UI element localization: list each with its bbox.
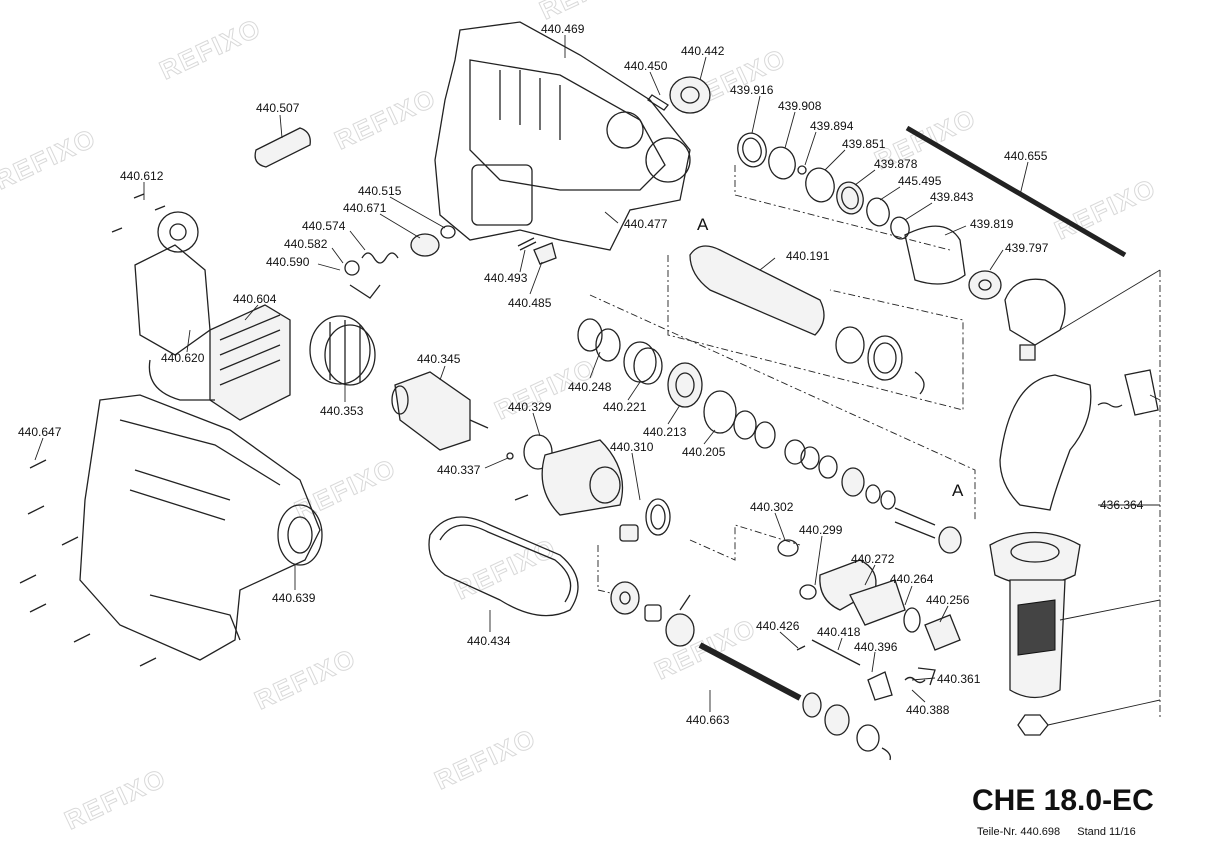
watermark: REFIXO [155,12,266,85]
part-label: 440.272 [851,552,895,566]
part-label: 440.221 [603,400,647,414]
part-label: 440.434 [467,634,511,648]
part-label: 440.213 [643,425,687,439]
watermark: REFIXO [290,452,401,525]
watermark: REFIXO [0,122,101,195]
part-label: 440.361 [937,672,981,686]
part-label: 440.612 [120,169,164,183]
part-label: 439.908 [778,99,822,113]
spindle-tube-part [689,245,925,395]
motor-housing-part [79,394,323,661]
part-number-text: Teile-Nr. 440.698 [977,826,1061,838]
housing-half-part [434,21,691,251]
part-label: 440.248 [568,380,612,394]
part-label: 439.916 [730,83,774,97]
watermark: REFIXO [430,722,541,795]
watermark: REFIXO [450,532,561,605]
part-label: 439.894 [810,119,854,133]
leader-lines [34,35,1161,726]
part-label: 440.396 [854,640,898,654]
gasket-part [428,516,579,617]
watermark: REFIXO [330,82,441,155]
clip-part [647,94,669,111]
part-label: 440.590 [266,255,310,269]
part-label: 440.388 [906,703,950,717]
part-label: 440.515 [358,184,402,198]
part-label: 440.302 [750,500,794,514]
part-label: 440.337 [437,463,481,477]
part-label: 440.582 [284,237,328,251]
part-label: 439.797 [1005,241,1049,255]
part-label: 440.663 [686,713,730,727]
stand-date-text: Stand 11/16 [1077,826,1136,838]
part-label: 440.647 [18,425,62,439]
part-label: 440.205 [682,445,726,459]
part-label: 439.878 [874,157,918,171]
part-label: 440.310 [610,440,654,454]
part-label: 440.264 [890,572,934,586]
part-label: 440.345 [417,352,461,366]
assembly-lines [589,165,1161,720]
part-label: 440.256 [926,593,970,607]
part-label: 436.364 [1100,498,1144,512]
watermark: REFIXO [250,642,361,715]
long-rod-part [905,125,1127,258]
part-label: 440.604 [233,292,277,306]
part-label: 440.485 [508,296,552,310]
part-label: 440.426 [756,619,800,633]
part-label: 440.620 [161,351,205,365]
chuck-clamp-part [1004,278,1066,361]
section-marker-a: A [952,481,964,500]
watermark: REFIXO [1050,172,1161,245]
electronics-board-part [134,211,291,421]
part-label: 439.819 [970,217,1014,231]
part-label: 439.843 [930,190,974,204]
part-label: 440.655 [1004,149,1048,163]
part-label: 439.851 [842,137,886,151]
gear-knob-part [669,76,711,114]
bearing-housing-part [506,434,671,542]
motor-cage-part [309,315,376,386]
part-labels: 440.469 440.450 440.442 439.916 439.908 … [18,22,1144,727]
section-marker-a: A [697,215,709,234]
part-label: 440.469 [541,22,585,36]
part-label: 440.574 [302,219,346,233]
part-label: 445.495 [898,174,942,188]
part-label: 440.442 [681,44,725,58]
gear-ring-stack [577,318,962,554]
part-label: 440.353 [320,404,364,418]
part-label: 440.299 [799,523,843,537]
side-handle-part [989,369,1159,736]
part-label: 440.639 [272,591,316,605]
part-label: 440.671 [343,201,387,215]
part-label: 440.507 [256,101,300,115]
part-label: 440.493 [484,271,528,285]
part-label: 440.329 [508,400,552,414]
part-label: 440.450 [624,59,668,73]
part-label: 440.477 [624,217,668,231]
sleeve-part [254,127,311,168]
switch-parts [344,225,557,299]
model-title: CHE 18.0-EC [972,784,1154,817]
armature-part [391,371,489,451]
part-label: 440.191 [786,249,830,263]
seal-ring-stack [737,132,1002,300]
watermark: REFIXO [60,762,171,835]
drawing-info: Teile-Nr. 440.698 Stand 11/16 [977,826,1150,838]
watermark-layer: REFIXO REFIXO REFIXO REFIXO REFIXO REFIX… [0,0,1162,836]
gear-shaft-assembly [610,581,936,761]
part-label: 440.418 [817,625,861,639]
screw-set [19,193,166,667]
